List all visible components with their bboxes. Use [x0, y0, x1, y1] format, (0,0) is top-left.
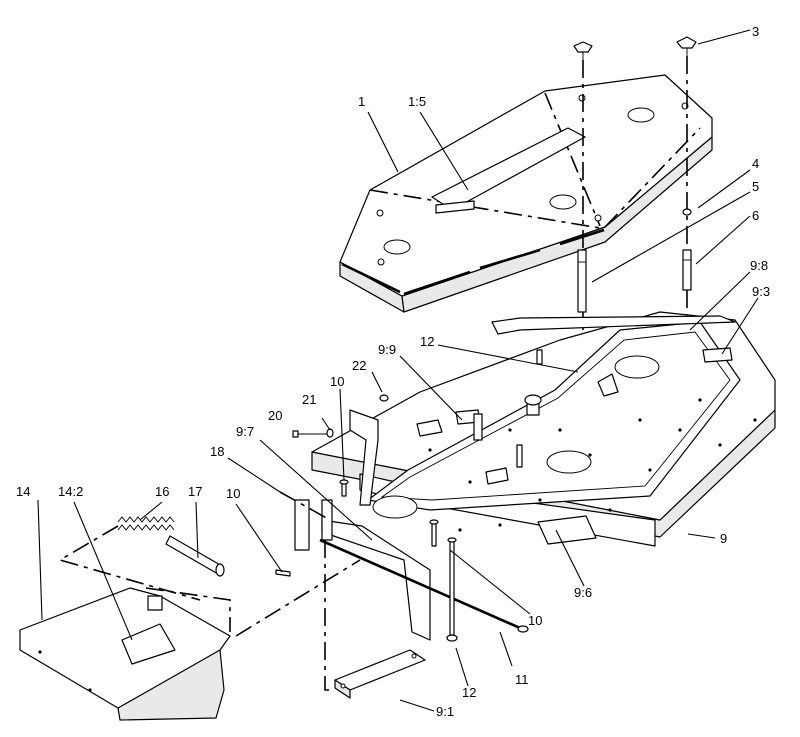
- callout-9-8: 9:8: [750, 258, 768, 273]
- knob-part-3-left: [573, 41, 593, 60]
- callout-20: 20: [268, 408, 282, 423]
- bolt-part-10-c: [429, 519, 439, 547]
- spacer-part-6: [682, 249, 692, 291]
- washer-part-4: [682, 208, 692, 216]
- callout-3: 3: [752, 24, 759, 39]
- callout-11: 11: [515, 672, 529, 687]
- discharge-chute-part-14: [19, 587, 231, 721]
- callout-10-b: 10: [226, 486, 240, 501]
- bracket-part-9-7: [294, 499, 431, 641]
- callout-14-2: 14:2: [58, 484, 83, 499]
- callout-16: 16: [155, 484, 169, 499]
- callout-12-bottom: 12: [462, 685, 476, 700]
- callout-10-c: 10: [528, 613, 542, 628]
- spring-part-16: [117, 516, 175, 531]
- callout-10-a: 10: [330, 374, 344, 389]
- bolt-part-10-b: [275, 569, 291, 577]
- assembly-line: [279, 491, 331, 521]
- callout-12-top: 12: [420, 334, 434, 349]
- callout-9-1: 9:1: [436, 704, 454, 719]
- bolt-part-20: [292, 430, 330, 438]
- callout-labels: 1 1:5 3 4 5 6 9:8 9:3 12 9:9 22 10 21 20…: [16, 24, 770, 719]
- bracket-part-9-1: [334, 649, 426, 699]
- callout-5: 5: [752, 179, 759, 194]
- callout-14: 14: [16, 484, 30, 499]
- callout-4: 4: [752, 156, 759, 171]
- callout-9: 9: [720, 531, 727, 546]
- rod-part-11: [319, 538, 529, 633]
- leader-lines: [37, 29, 759, 712]
- callout-9-9: 9:9: [378, 342, 396, 357]
- callout-6: 6: [752, 208, 759, 223]
- spacer-part-5: [577, 249, 587, 313]
- callout-1: 1: [358, 94, 365, 109]
- assembly-line: [235, 559, 361, 637]
- callout-21: 21: [302, 392, 316, 407]
- pin-part-17: [165, 535, 225, 577]
- top-cover-part-1: [339, 74, 713, 313]
- callout-9-7: 9:7: [236, 424, 254, 439]
- callout-9-6: 9:6: [574, 585, 592, 600]
- nut-part-22: [379, 394, 389, 402]
- bolt-part-10-a: [339, 479, 349, 497]
- bolt-part-12-bottom: [446, 537, 458, 642]
- callout-1-5: 1:5: [408, 94, 426, 109]
- assembly-line: [324, 540, 335, 691]
- callout-9-3: 9:3: [752, 284, 770, 299]
- callout-22: 22: [352, 358, 366, 373]
- knob-part-3-right: [676, 36, 697, 56]
- assembly-line: [145, 587, 231, 632]
- callout-17: 17: [188, 484, 202, 499]
- washer-part-21: [326, 428, 334, 438]
- bracket-part-9-9: [349, 409, 379, 506]
- callout-18: 18: [210, 444, 224, 459]
- mower-deck-part-9: [311, 311, 776, 547]
